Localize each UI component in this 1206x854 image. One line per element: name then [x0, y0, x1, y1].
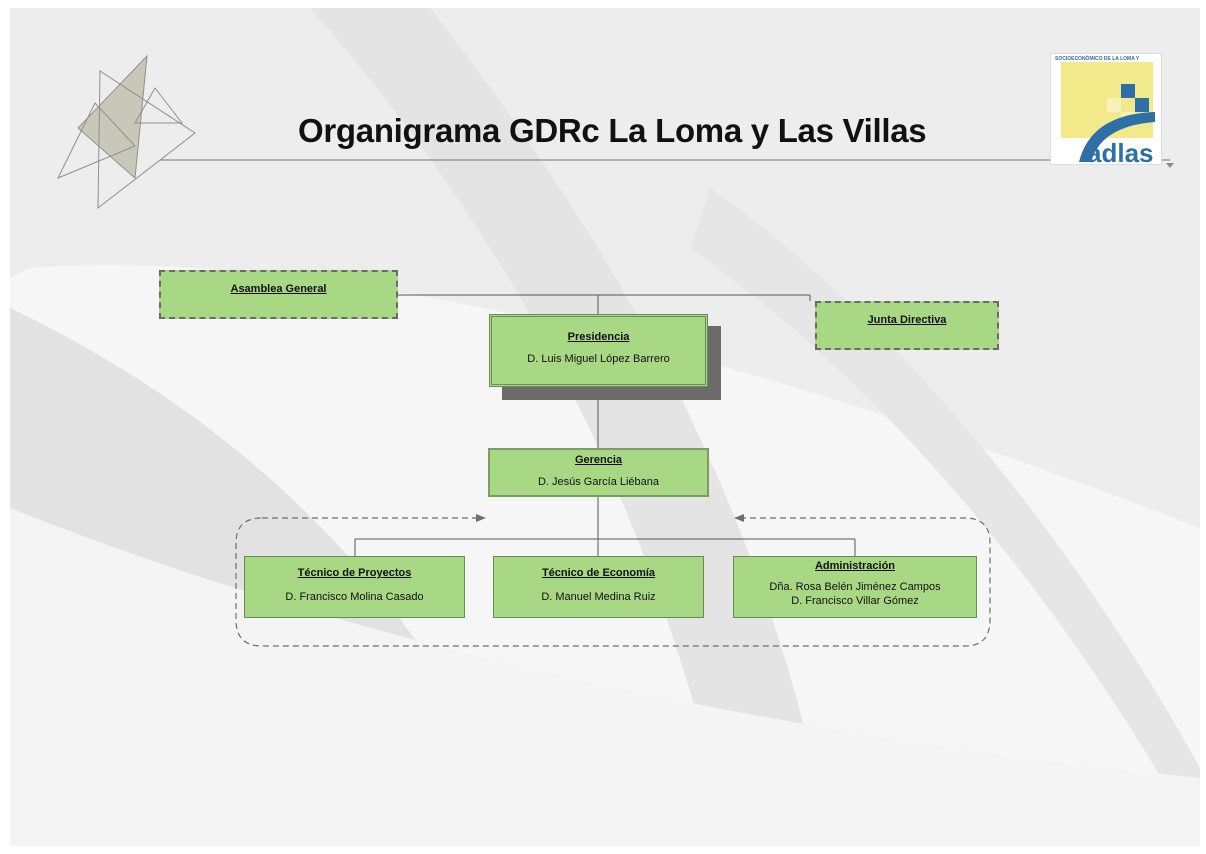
adlas-logo: SOCIOECONÓMICO DE LA LOMA Y adlas	[1050, 53, 1162, 165]
node-presidencia[interactable]: Presidencia D. Luis Miguel López Barrero	[489, 314, 708, 387]
triangle-outline-2	[56, 102, 136, 179]
bg-swoosh-5	[10, 508, 1200, 846]
team-arrow-left	[734, 514, 744, 522]
header-rule-arrow	[1166, 163, 1174, 168]
node-gerencia-heading: Gerencia	[574, 454, 623, 466]
bg-swoosh-4	[690, 188, 1200, 846]
node-administracion[interactable]: Administración Dña. Rosa Belén Jiménez C…	[733, 556, 977, 618]
node-junta-directiva[interactable]: Junta Directiva	[815, 301, 999, 350]
node-gerencia[interactable]: Gerencia D. Jesús García Liébana	[488, 448, 709, 497]
node-tecnico-economia[interactable]: Técnico de Economía D. Manuel Medina Rui…	[493, 556, 704, 618]
node-administracion-person-1: Dña. Rosa Belén Jiménez Campos	[769, 581, 941, 593]
node-asamblea-heading: Asamblea General	[230, 283, 327, 295]
page-title: Organigrama GDRc La Loma y Las Villas	[298, 112, 927, 149]
team-arrow-right	[476, 514, 486, 522]
logo-wordmark: adlas	[1087, 138, 1154, 165]
node-gerencia-person: D. Jesús García Liébana	[537, 476, 660, 488]
node-asamblea-general[interactable]: Asamblea General	[159, 270, 398, 319]
triangles-decoration	[56, 54, 196, 210]
logo-text-top: SOCIOECONÓMICO DE LA LOMA Y	[1055, 56, 1140, 62]
node-economia-heading: Técnico de Economía	[541, 567, 656, 579]
node-economia-person: D. Manuel Medina Ruiz	[541, 591, 656, 603]
triangle-filled	[77, 54, 148, 180]
node-proyectos-person: D. Francisco Molina Casado	[285, 591, 424, 603]
node-presidencia-heading: Presidencia	[567, 331, 630, 343]
node-junta-heading: Junta Directiva	[867, 314, 947, 326]
node-proyectos-heading: Técnico de Proyectos	[297, 567, 412, 579]
background-decoration	[10, 8, 1200, 846]
node-administracion-person-2: D. Francisco Villar Gómez	[791, 595, 919, 607]
node-administracion-heading: Administración	[814, 560, 896, 572]
team-boundary	[235, 517, 991, 647]
logo-graphic	[1051, 54, 1161, 164]
node-presidencia-person: D. Luis Miguel López Barrero	[527, 353, 670, 365]
slide: Organigrama GDRc La Loma y Las Villas SO…	[10, 8, 1200, 846]
node-tecnico-proyectos[interactable]: Técnico de Proyectos D. Francisco Molina…	[244, 556, 465, 618]
triangle-outline-3	[134, 87, 184, 124]
bg-swoosh-3	[310, 8, 830, 846]
